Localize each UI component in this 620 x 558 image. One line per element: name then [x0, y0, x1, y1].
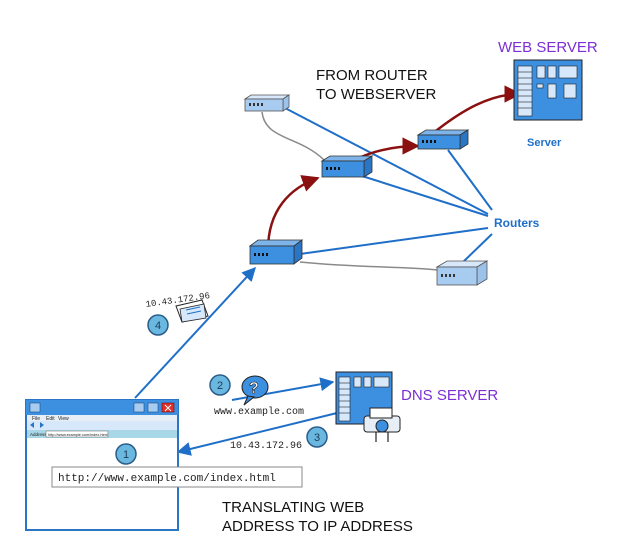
- address-label: Address: [30, 432, 47, 437]
- question-bubble-icon: ?: [241, 375, 269, 406]
- step-3-badge: 3: [306, 426, 328, 448]
- step-4-badge: 4: [147, 314, 169, 336]
- from-router-label: FROM ROUTER: [316, 67, 428, 84]
- svg-text:4: 4: [155, 320, 161, 332]
- browser-to-router-arrow: [134, 266, 256, 399]
- svg-text:1: 1: [123, 449, 129, 461]
- connection-line: [284, 107, 489, 215]
- dns-server-label: DNS SERVER: [401, 387, 498, 404]
- svg-text:2: 2: [217, 380, 223, 392]
- address-bar[interactable]: [45, 430, 109, 438]
- router-icon: [243, 94, 291, 112]
- router-icon: [248, 239, 304, 265]
- connection-line: [447, 149, 493, 211]
- svg-text:3: 3: [314, 432, 320, 444]
- connection-line: [361, 175, 489, 217]
- route-arrow: [266, 175, 320, 251]
- server-icon: [513, 59, 583, 121]
- minimize-button[interactable]: [133, 402, 145, 413]
- url-text: http://www.example.com/index.html: [58, 473, 276, 485]
- address-bar-value: http://www.example.com/index.html: [48, 433, 108, 437]
- dns-response-arrow: [176, 412, 338, 456]
- envelope-icon: [175, 299, 209, 323]
- connection-line: [299, 227, 489, 255]
- menu-item[interactable]: File: [32, 416, 40, 422]
- connection-line: [461, 233, 493, 264]
- cable-line: [261, 111, 325, 161]
- server-label: Server: [527, 137, 562, 149]
- url-box: [51, 466, 303, 488]
- domain-label: www.example.com: [214, 406, 304, 418]
- router-icon: [435, 260, 489, 286]
- maximize-button[interactable]: [147, 402, 159, 413]
- web-server-label: WEB SERVER: [498, 39, 598, 56]
- step-2-badge: 2: [209, 374, 231, 396]
- routers-label: Routers: [494, 216, 540, 230]
- menu-item[interactable]: View: [58, 416, 69, 422]
- ip-address-label: 10.43.172.96: [230, 441, 302, 452]
- router-icon: [320, 155, 374, 178]
- browser-window-icon: File Edit View Address http://www.exampl…: [25, 399, 179, 531]
- forward-arrow-icon[interactable]: [40, 422, 44, 428]
- route-arrow: [431, 85, 522, 135]
- step-1-badge: 1: [115, 443, 137, 465]
- from-router-label: TO WEBSERVER: [316, 86, 436, 103]
- router-icon: [416, 129, 470, 150]
- cable-line: [299, 261, 439, 271]
- translating-label: ADDRESS TO IP ADDRESS: [222, 518, 413, 535]
- translating-label: TRANSLATING WEB: [222, 499, 364, 516]
- svg-text:?: ?: [249, 380, 259, 397]
- menu-item[interactable]: Edit: [46, 416, 55, 422]
- back-arrow-icon[interactable]: [30, 422, 34, 428]
- printer-icon: [363, 407, 401, 442]
